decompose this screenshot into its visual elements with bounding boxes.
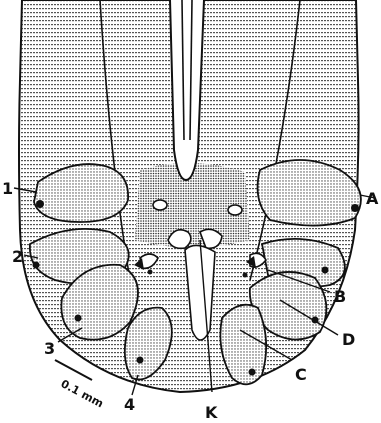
label-1: 1 — [2, 179, 13, 198]
label-2: 2 — [12, 247, 23, 266]
label-3: 3 — [44, 339, 55, 358]
scale-bar-label: 0.1 mm — [59, 377, 106, 410]
label-B: B — [334, 287, 346, 306]
label-K: K — [205, 403, 218, 422]
label-4: 4 — [124, 395, 135, 414]
label-A: A — [366, 189, 379, 208]
label-C: C — [295, 365, 307, 384]
label-D: D — [342, 330, 355, 349]
